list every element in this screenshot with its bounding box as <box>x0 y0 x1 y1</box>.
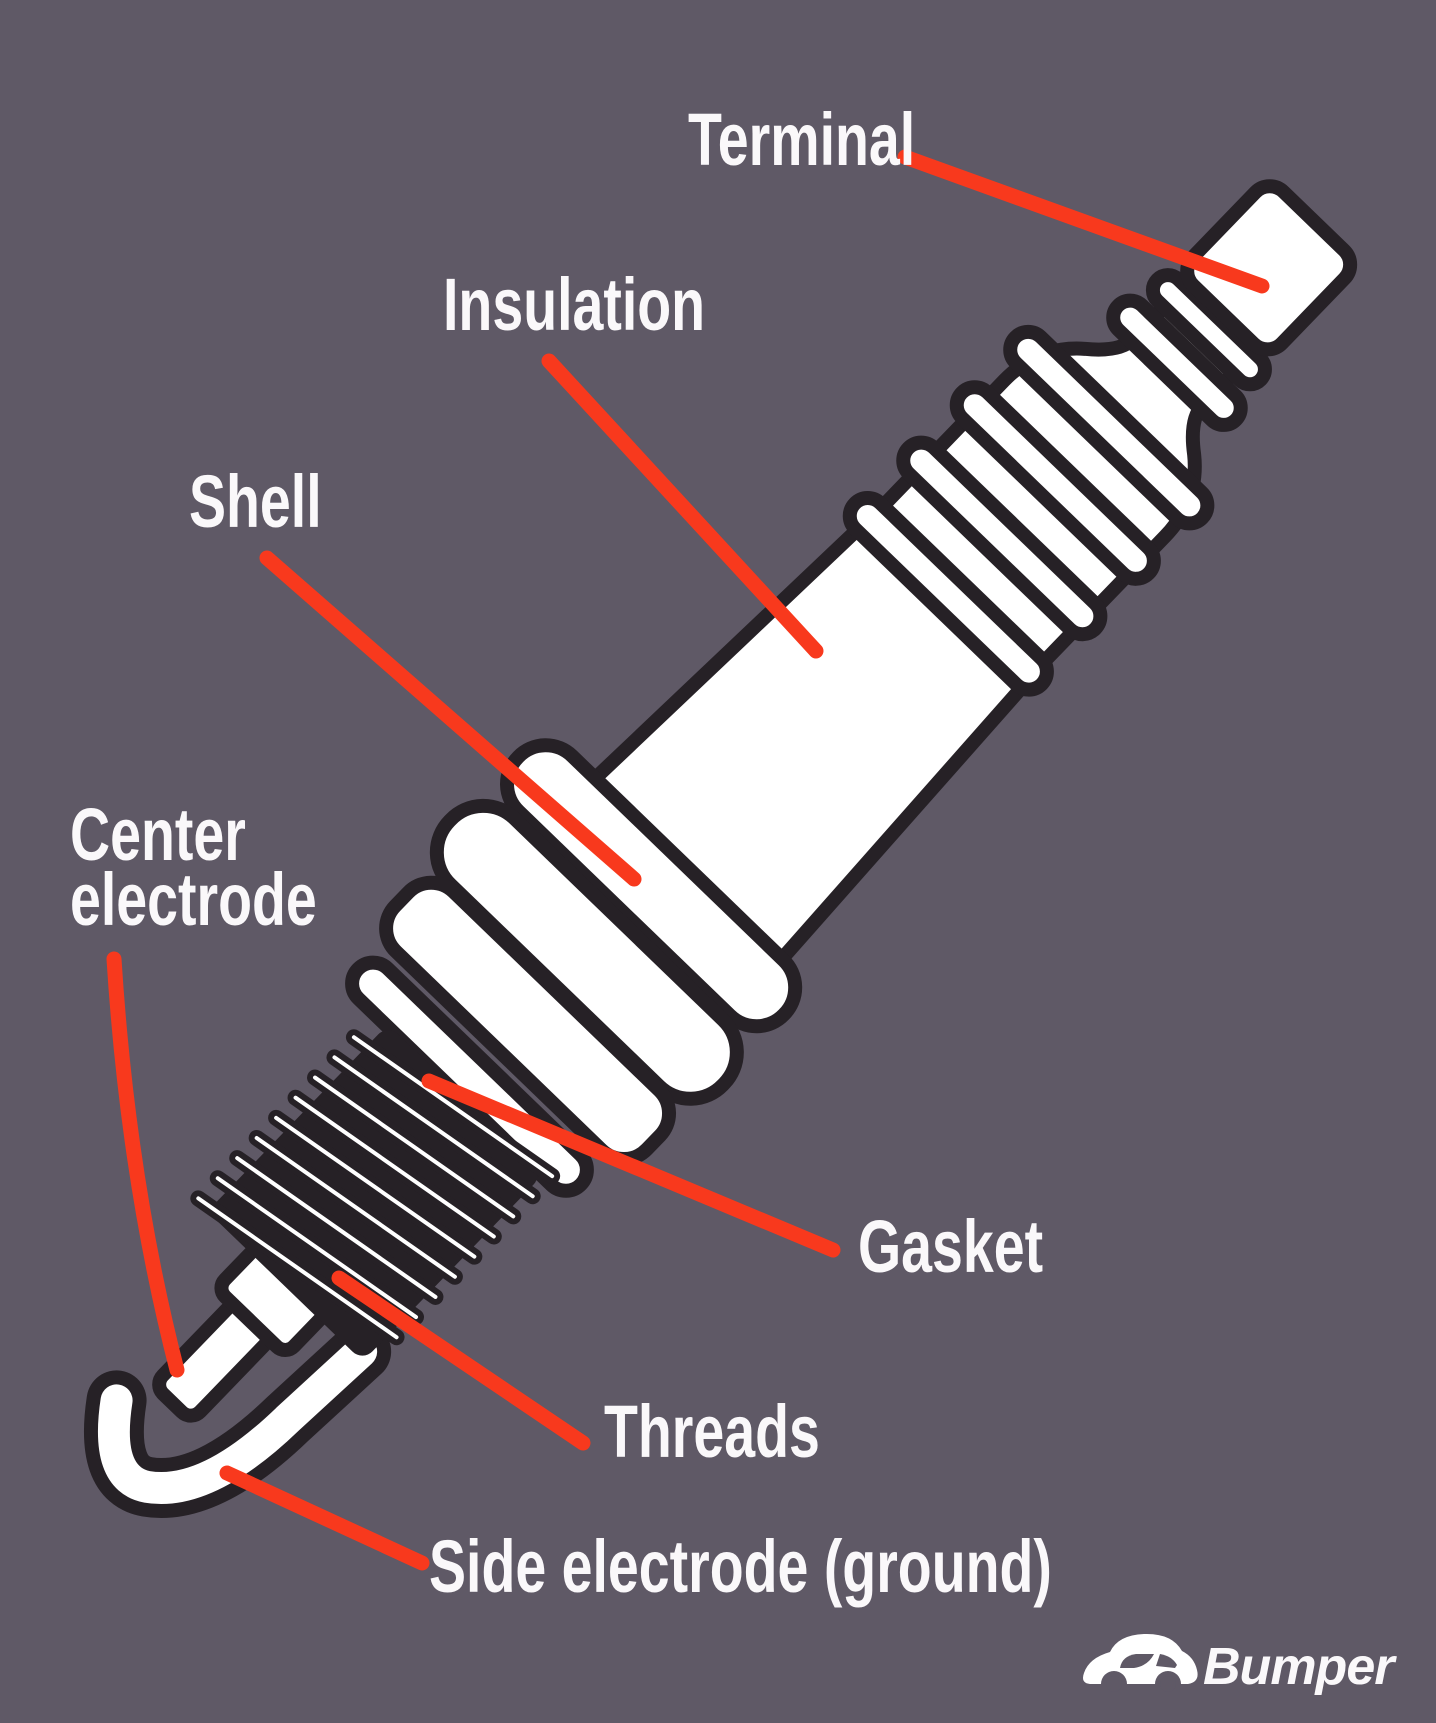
terminal-knob <box>1180 179 1358 357</box>
leader-center-electrode <box>106 951 185 1378</box>
label-gasket: Gasket <box>858 1205 1044 1288</box>
label-center-electrode: Center electrode <box>70 793 317 942</box>
label-threads: Threads <box>604 1390 820 1473</box>
shell-flange <box>500 738 803 1034</box>
leader-shell <box>259 550 642 887</box>
thread-bar <box>345 1029 561 1185</box>
threads-section <box>190 1029 561 1356</box>
leader-insulation <box>541 353 824 659</box>
insulator-rib <box>1003 324 1215 531</box>
thread-bar <box>209 1170 425 1326</box>
leader-side-electrode <box>219 1465 430 1571</box>
thread-bar <box>307 1069 522 1225</box>
leader-gasket <box>421 1073 841 1258</box>
insulator-rib <box>842 490 1054 697</box>
leader-terminal <box>897 149 1270 294</box>
thread-bar <box>326 1049 541 1205</box>
thread-bar <box>190 1190 405 1346</box>
label-insulation: Insulation <box>443 263 706 346</box>
terminal-ridge <box>1106 293 1248 432</box>
label-terminal: Terminal <box>688 98 916 181</box>
leader-threads <box>331 1270 591 1451</box>
thread-bar <box>248 1129 463 1285</box>
thread-bar <box>287 1089 502 1245</box>
insulator-rib <box>949 380 1161 586</box>
thread-bar <box>268 1109 483 1265</box>
bumper-car-icon <box>1083 1633 1198 1692</box>
label-side-electrode: Side electrode (ground) <box>429 1525 1052 1608</box>
label-shell: Shell <box>189 460 322 543</box>
side-electrode-hook <box>84 1321 392 1518</box>
insulator-rib <box>896 435 1108 642</box>
spark-plug <box>84 179 1358 1518</box>
shell-base <box>379 875 677 1167</box>
thread-bar <box>229 1150 444 1305</box>
bumper-wordmark: Bumper <box>1203 1638 1394 1696</box>
